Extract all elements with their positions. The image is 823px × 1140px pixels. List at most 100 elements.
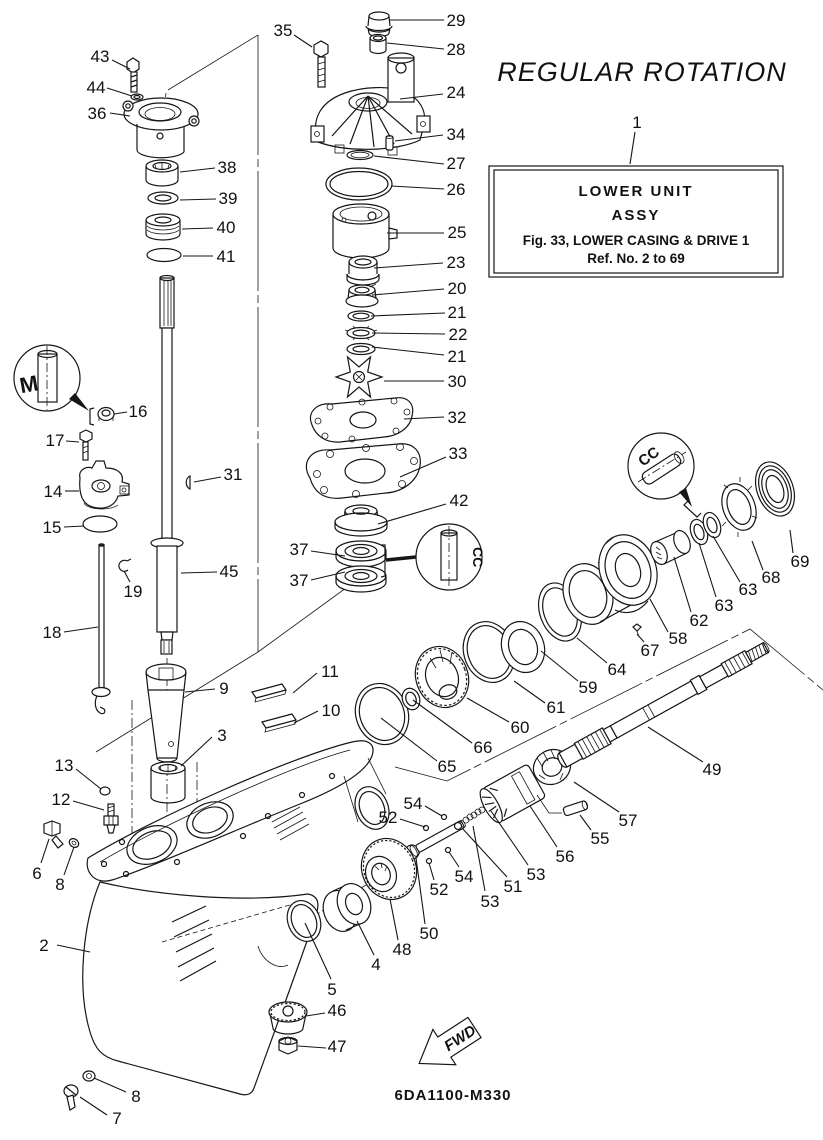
leader-line-21 <box>370 312 446 317</box>
leader-line-69 <box>789 529 794 554</box>
part-label-9: 9 <box>219 679 228 698</box>
part-label-17: 17 <box>46 431 65 450</box>
part-label-67: 67 <box>641 641 660 660</box>
driveshaft-stamp-callout: M <box>13 344 95 426</box>
gearcase-carrier-group: CC <box>354 432 796 746</box>
lock-washer-22 <box>344 325 378 341</box>
part-label-48: 48 <box>393 940 412 959</box>
part-label-1: 1 <box>632 113 641 132</box>
leader-line-10 <box>293 710 319 724</box>
part-label-39: 39 <box>219 189 238 208</box>
stamp-letter-crosspin: CC <box>470 547 486 567</box>
leader-line-8 <box>63 846 75 876</box>
info-box-line1: LOWER UNIT <box>579 183 694 200</box>
key-10 <box>261 713 297 733</box>
seal-20 <box>345 283 379 308</box>
clutch-dog-56 <box>479 764 546 824</box>
part-label-37: 37 <box>290 571 309 590</box>
part-label-57: 57 <box>619 811 638 830</box>
part-label-60: 60 <box>511 718 530 737</box>
o-ring-26 <box>325 167 393 201</box>
leader-line-34 <box>394 134 444 142</box>
leader-line-44 <box>106 87 133 97</box>
washer-21b <box>346 342 376 356</box>
part-label-19: 19 <box>124 582 143 601</box>
insert-cup-25 <box>332 203 398 259</box>
leader-line-3 <box>180 736 213 767</box>
needle-bushing-62 <box>650 529 691 566</box>
part-label-66: 66 <box>474 738 493 757</box>
crosspin-stamp-callout: CC <box>415 523 486 591</box>
o-ring-41 <box>146 247 182 263</box>
leader-line-60 <box>466 697 510 723</box>
bearing-housing-stack <box>122 57 200 263</box>
leader-line-24 <box>399 93 444 100</box>
part-label-51: 51 <box>504 877 523 896</box>
pinion-nut-47 <box>278 1036 298 1055</box>
bolt-67 <box>632 623 642 638</box>
bolt-6 <box>43 820 64 849</box>
bolt-35 <box>313 40 329 88</box>
part-label-28: 28 <box>447 40 466 59</box>
leader-line-15 <box>63 525 85 528</box>
leader-line-61 <box>513 680 546 704</box>
leader-line-59 <box>540 650 579 682</box>
leader-line-39 <box>179 198 217 201</box>
washer-8-lower <box>82 1070 96 1082</box>
leader-line-40 <box>181 227 214 230</box>
part-label-58: 58 <box>669 629 688 648</box>
nut-16 <box>97 406 115 422</box>
leader-line-37 <box>310 571 346 581</box>
bearing-37-lower <box>335 565 387 593</box>
seal-63b <box>702 511 722 539</box>
leader-line-64 <box>576 637 608 664</box>
shift-rod-18 <box>91 543 111 715</box>
part-label-11: 11 <box>321 662 339 681</box>
leader-line-43 <box>111 59 131 70</box>
leader-line-6 <box>40 838 50 864</box>
leader-line-62 <box>673 556 692 613</box>
part-label-52: 52 <box>379 808 398 827</box>
leader-line-9 <box>184 688 216 693</box>
leader-line-53 <box>490 810 529 866</box>
diagram-code: 6DA1100-M330 <box>394 1087 511 1104</box>
part-label-42: 42 <box>450 491 469 510</box>
leader-line-48 <box>389 898 399 941</box>
plate-32 <box>309 397 414 443</box>
part-label-46: 46 <box>328 1001 347 1020</box>
part-label-21: 21 <box>448 303 467 322</box>
leader-line-21 <box>371 346 445 356</box>
rear-gear-stack <box>268 837 418 1055</box>
washer-44 <box>130 93 144 101</box>
casing-rear-hatch <box>271 806 310 841</box>
pump-housing-24 <box>310 52 431 156</box>
plug-29 <box>365 11 393 38</box>
key-11 <box>251 683 287 703</box>
part-label-24: 24 <box>447 83 466 102</box>
leader-line-45 <box>180 571 218 574</box>
leader-line-5 <box>304 922 332 980</box>
washer-66 <box>401 687 421 711</box>
driveshaft-group: M <box>13 274 297 1111</box>
bearing-38 <box>145 159 179 187</box>
impeller-30 <box>334 355 384 399</box>
leader-line-54 <box>448 851 460 868</box>
part-label-23: 23 <box>447 253 466 272</box>
part-label-41: 41 <box>217 247 236 266</box>
part-label-53: 53 <box>481 892 500 911</box>
leader-line-42 <box>377 503 447 525</box>
part-label-12: 12 <box>52 790 71 809</box>
gasket-33 <box>305 443 421 499</box>
part-label-47: 47 <box>328 1037 347 1056</box>
forward-gear-60 <box>414 645 470 709</box>
leader-line-38 <box>179 167 216 173</box>
bolt-43 <box>126 57 140 93</box>
part-label-53: 53 <box>527 865 546 884</box>
leader-line-12 <box>72 800 105 811</box>
leader-line-52 <box>428 862 435 881</box>
oil-seal-40 <box>145 213 181 241</box>
leader-line-37 <box>310 550 346 557</box>
part-label-49: 49 <box>703 760 722 779</box>
part-label-45: 45 <box>220 562 239 581</box>
part-label-32: 32 <box>448 408 467 427</box>
